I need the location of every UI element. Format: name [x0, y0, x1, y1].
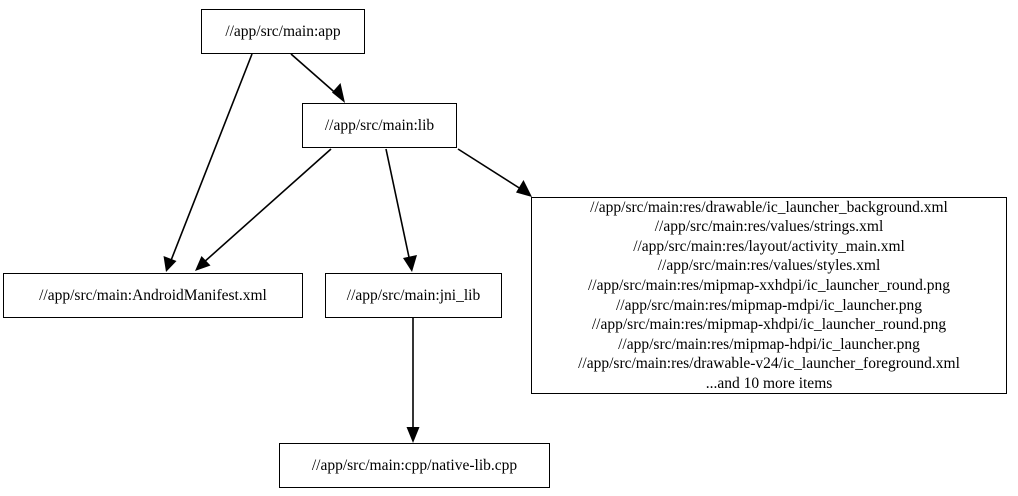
res-item-7: //app/src/main:res/mipmap-hdpi/ic_launch… — [618, 335, 920, 353]
node-android-manifest[interactable]: //app/src/main:AndroidManifest.xml — [3, 273, 303, 318]
node-native-lib-cpp[interactable]: //app/src/main:cpp/native-lib.cpp — [279, 443, 550, 488]
edge-app-to-manifest — [163, 53, 253, 272]
edge-app-to-lib — [290, 53, 345, 103]
res-item-4: //app/src/main:res/mipmap-xxhdpi/ic_laun… — [587, 276, 950, 294]
res-item-6: //app/src/main:res/mipmap-xhdpi/ic_launc… — [591, 316, 947, 334]
node-app-label: //app/src/main:app — [225, 22, 341, 40]
node-lib-label: //app/src/main:lib — [324, 116, 435, 134]
res-item-5: //app/src/main:res/mipmap-mdpi/ic_launch… — [615, 296, 923, 314]
node-lib[interactable]: //app/src/main:lib — [302, 103, 457, 148]
node-android-manifest-label: //app/src/main:AndroidManifest.xml — [39, 286, 267, 304]
edge-lib-to-res — [457, 148, 532, 197]
res-item-more: ...and 10 more items — [705, 374, 833, 392]
node-native-lib-cpp-label: //app/src/main:cpp/native-lib.cpp — [311, 456, 518, 474]
res-item-2: //app/src/main:res/layout/activity_main.… — [633, 237, 905, 255]
res-item-1: //app/src/main:res/values/strings.xml — [654, 218, 884, 236]
res-item-8: //app/src/main:res/drawable-v24/ic_launc… — [578, 355, 960, 373]
node-res-group[interactable]: //app/src/main:res/drawable/ic_launcher_… — [531, 197, 1007, 394]
node-app[interactable]: //app/src/main:app — [201, 9, 365, 54]
res-item-0: //app/src/main:res/drawable/ic_launcher_… — [590, 198, 948, 216]
node-jni-lib-label: //app/src/main:jni_lib — [346, 286, 481, 304]
res-item-3: //app/src/main:res/values/styles.xml — [657, 257, 881, 275]
edge-lib-to-manifest — [195, 148, 332, 271]
node-jni-lib[interactable]: //app/src/main:jni_lib — [325, 273, 502, 318]
edge-jni-to-native — [406, 318, 420, 443]
edge-lib-to-jni — [385, 148, 417, 272]
